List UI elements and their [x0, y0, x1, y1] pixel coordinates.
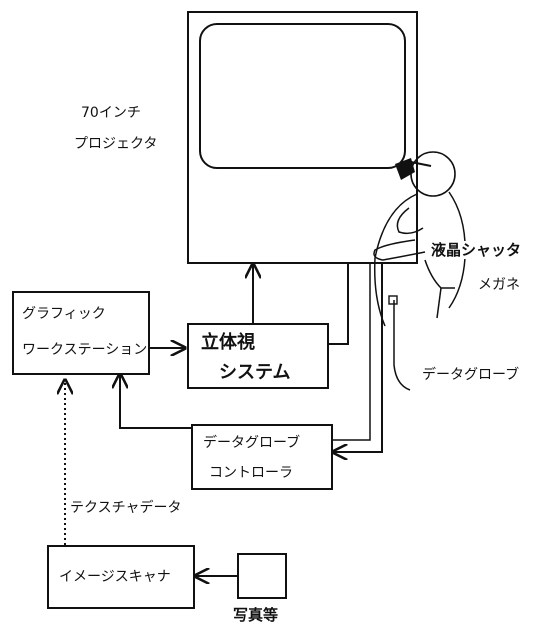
arrow-controller-to-workstation	[120, 374, 191, 429]
stereo-system-box: 立体視 システム	[187, 323, 329, 389]
photos-label: 写真等	[233, 606, 279, 624]
data-glove-label: データグローブ	[422, 367, 520, 383]
glove-controller-box: データグローブ コントローラ	[191, 424, 333, 490]
workstation-label-line1: グラフィック	[22, 306, 106, 322]
cable-glove-to-controller-outer	[333, 262, 383, 452]
glove-controller-label-line2: コントローラ	[209, 465, 293, 481]
projector-screen	[199, 23, 406, 169]
projector-label-line2: プロジェクタ	[74, 136, 158, 152]
projector-label-line1: 70インチ	[81, 105, 141, 121]
user-figure	[373, 151, 466, 327]
projector-frame	[187, 11, 418, 264]
lcd-shutter-glasses-label-line2: メガネ	[478, 276, 520, 294]
photos-box	[237, 553, 287, 599]
image-scanner-box: イメージスキャナ	[47, 545, 195, 609]
workstation-label-line2: ワークステーション	[22, 342, 148, 358]
cable-glove-to-controller-inner	[333, 262, 371, 441]
image-scanner-label: イメージスキャナ	[59, 569, 171, 585]
graphic-workstation-box: グラフィック ワークステーション	[12, 291, 150, 375]
stereo-system-label-line1: 立体視	[201, 332, 255, 353]
stereo-system-label-line2: システム	[219, 362, 291, 383]
glove-controller-label-line1: データグローブ	[203, 435, 301, 451]
lcd-shutter-glasses-label-line1: 液晶シャッタ	[431, 241, 522, 259]
cable-glove-wire	[393, 300, 411, 391]
texture-data-label: テクスチャデータ	[70, 500, 182, 516]
